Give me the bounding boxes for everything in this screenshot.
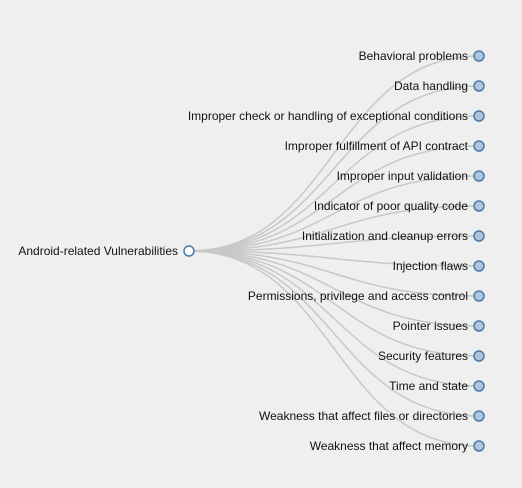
tree-node-pointer-issues[interactable]: Pointer issues bbox=[393, 319, 485, 333]
tree-node-time-and-state-circle[interactable] bbox=[473, 380, 485, 392]
tree-node-injection-flaws-circle[interactable] bbox=[473, 260, 485, 272]
tree-node-weakness-that-affect-files-or-directories[interactable]: Weakness that affect files or directorie… bbox=[259, 409, 485, 423]
tree-link-data-handling bbox=[188, 85, 480, 252]
tree-link-security-features bbox=[188, 250, 480, 357]
tree-node-improper-input-validation-circle[interactable] bbox=[473, 170, 485, 182]
tree-node-behavioral-problems[interactable]: Behavioral problems bbox=[359, 49, 485, 63]
tree-node-injection-flaws[interactable]: Injection flaws bbox=[393, 259, 485, 273]
tree-link-permissions-privilege-and-access-control bbox=[188, 250, 480, 297]
tree-node-behavioral-problems-label: Behavioral problems bbox=[359, 49, 468, 63]
tree-node-weakness-that-affect-memory[interactable]: Weakness that affect memory bbox=[310, 439, 485, 453]
tree-link-weakness-that-affect-files-or-directories bbox=[188, 250, 480, 417]
tree-link-initialization-and-cleanup-errors bbox=[188, 235, 480, 252]
tree-node-pointer-issues-label: Pointer issues bbox=[393, 319, 468, 333]
tree-node-weakness-that-affect-files-or-directories-circle[interactable] bbox=[473, 410, 485, 422]
tree-link-improper-input-validation bbox=[188, 175, 480, 252]
tree-link-indicator-of-poor-quality-code bbox=[188, 205, 480, 252]
tree-node-improper-check-or-handling-of-exceptional-conditions[interactable]: Improper check or handling of exceptiona… bbox=[188, 109, 485, 123]
tree-node-improper-fulfillment-of-api-contract[interactable]: Improper fulfillment of API contract bbox=[285, 139, 485, 153]
tree-node-root-label: Android-related Vulnerabilities bbox=[18, 244, 178, 258]
tree-node-injection-flaws-label: Injection flaws bbox=[393, 259, 468, 273]
tree-node-permissions-privilege-and-access-control-label: Permissions, privilege and access contro… bbox=[248, 289, 468, 303]
tree-node-indicator-of-poor-quality-code-circle[interactable] bbox=[473, 200, 485, 212]
tree-link-weakness-that-affect-memory bbox=[188, 250, 480, 447]
tree-nodes: Android-related Vulnerabilities Behaviora… bbox=[18, 49, 485, 453]
tree-node-data-handling-circle[interactable] bbox=[473, 80, 485, 92]
tree-link-injection-flaws bbox=[188, 250, 480, 267]
tree-node-root-circle[interactable] bbox=[183, 245, 195, 257]
tree-node-time-and-state-label: Time and state bbox=[389, 379, 468, 393]
tree-node-security-features[interactable]: Security features bbox=[378, 349, 485, 363]
tree-node-security-features-label: Security features bbox=[378, 349, 468, 363]
tree-node-initialization-and-cleanup-errors-circle[interactable] bbox=[473, 230, 485, 242]
tree-node-security-features-circle[interactable] bbox=[473, 350, 485, 362]
tree-node-improper-fulfillment-of-api-contract-circle[interactable] bbox=[473, 140, 485, 152]
tree-link-pointer-issues bbox=[188, 250, 480, 327]
tree-node-improper-check-or-handling-of-exceptional-conditions-circle[interactable] bbox=[473, 110, 485, 122]
tree-node-improper-check-or-handling-of-exceptional-conditions-label: Improper check or handling of exceptiona… bbox=[188, 109, 468, 123]
tree-node-initialization-and-cleanup-errors-label: Initialization and cleanup errors bbox=[302, 229, 468, 243]
tree-node-weakness-that-affect-memory-circle[interactable] bbox=[473, 440, 485, 452]
tree-node-improper-fulfillment-of-api-contract-label: Improper fulfillment of API contract bbox=[285, 139, 469, 153]
tree-node-permissions-privilege-and-access-control-circle[interactable] bbox=[473, 290, 485, 302]
tree-node-data-handling[interactable]: Data handling bbox=[394, 79, 485, 93]
tree-node-indicator-of-poor-quality-code[interactable]: Indicator of poor quality code bbox=[314, 199, 485, 213]
tree-node-initialization-and-cleanup-errors[interactable]: Initialization and cleanup errors bbox=[302, 229, 485, 243]
tree-node-time-and-state[interactable]: Time and state bbox=[389, 379, 485, 393]
tree-node-indicator-of-poor-quality-code-label: Indicator of poor quality code bbox=[314, 199, 468, 213]
tree-link-improper-fulfillment-of-api-contract bbox=[188, 145, 480, 252]
tree-node-pointer-issues-circle[interactable] bbox=[473, 320, 485, 332]
tree-node-root[interactable]: Android-related Vulnerabilities bbox=[18, 244, 195, 258]
tree-node-behavioral-problems-circle[interactable] bbox=[473, 50, 485, 62]
tree-node-improper-input-validation-label: Improper input validation bbox=[337, 169, 468, 183]
tree-node-weakness-that-affect-files-or-directories-label: Weakness that affect files or directorie… bbox=[259, 409, 468, 423]
tree-node-permissions-privilege-and-access-control[interactable]: Permissions, privilege and access contro… bbox=[248, 289, 485, 303]
tree-node-improper-input-validation[interactable]: Improper input validation bbox=[337, 169, 485, 183]
tree-links bbox=[188, 55, 480, 447]
tree-link-behavioral-problems bbox=[188, 55, 480, 252]
tree-link-improper-check-or-handling-of-exceptional-conditions bbox=[188, 115, 480, 252]
tree-node-data-handling-label: Data handling bbox=[394, 79, 468, 93]
tree-node-weakness-that-affect-memory-label: Weakness that affect memory bbox=[310, 439, 468, 453]
tree-link-time-and-state bbox=[188, 250, 480, 387]
